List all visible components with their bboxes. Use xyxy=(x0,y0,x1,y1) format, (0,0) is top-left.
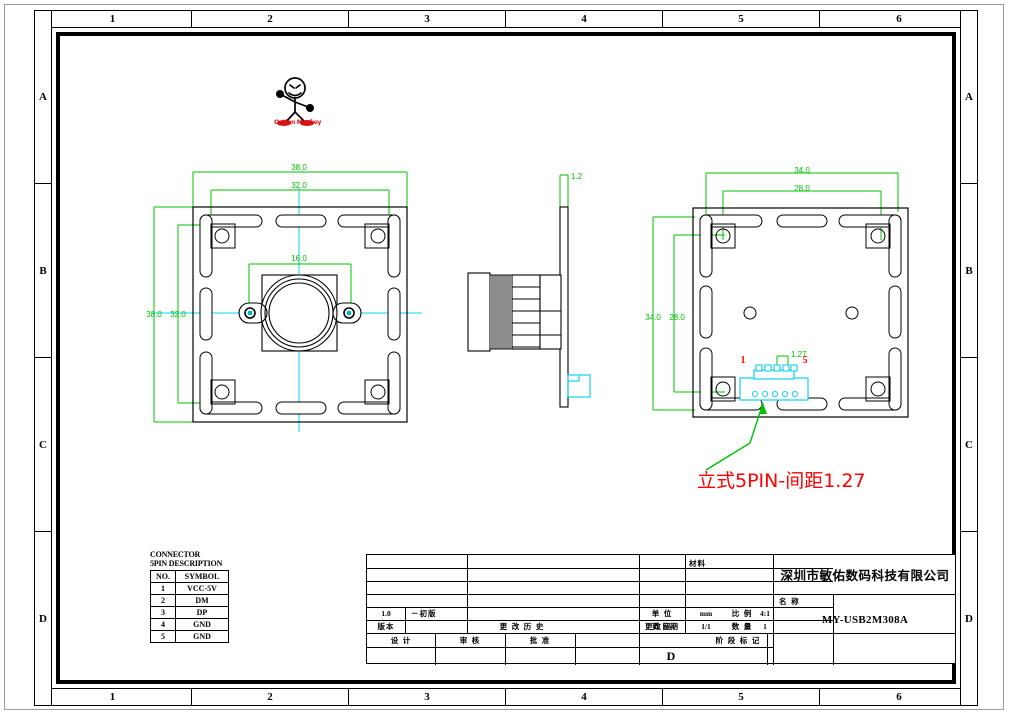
stage-value: D xyxy=(666,648,676,663)
pin-label-first: 1 xyxy=(741,355,746,366)
pin-sym-4: GND xyxy=(175,618,229,631)
dim-back-height-outer: 34.0 xyxy=(645,313,661,322)
part-number: MY-USB2M308A xyxy=(821,614,909,626)
label-scale: 比 例 xyxy=(731,609,753,618)
dim-back-pin-pitch: 1.27 xyxy=(791,350,807,359)
table-row: 5 GND xyxy=(150,630,229,643)
pin-no-1: 1 xyxy=(150,582,176,595)
zone-right-a: A xyxy=(960,10,978,184)
label-design: 设 计 xyxy=(390,635,412,645)
zone-bottom-3: 3 xyxy=(349,688,506,706)
zone-right-b: B xyxy=(960,184,978,358)
table-row: 3 DP xyxy=(150,606,229,619)
table-row: 2 DM xyxy=(150,594,229,607)
value-scale: 4:1 xyxy=(760,609,770,618)
label-revision: 版本 xyxy=(377,622,395,631)
dim-front-height-outer: 38.0 xyxy=(146,310,162,319)
zone-top-1: 1 xyxy=(34,10,192,28)
drawing-inner-border xyxy=(56,32,956,684)
zone-bottom-2: 2 xyxy=(192,688,349,706)
zone-top-5: 5 xyxy=(663,10,820,28)
connector-callout-text: 立式5PIN-间距1.27 xyxy=(697,470,866,492)
pin-no-5: 5 xyxy=(150,630,176,643)
pin-table-caption-line1: CONNECTOR xyxy=(150,550,201,559)
label-name: 名 称 xyxy=(779,597,800,606)
dim-back-height-inner: 28.0 xyxy=(669,313,685,322)
callout-leader-line xyxy=(705,442,751,471)
zone-left-c: C xyxy=(34,358,52,532)
label-change-date: 更改日期 xyxy=(645,622,679,631)
label-check: 审 核 xyxy=(459,635,481,645)
label-material: 材料 xyxy=(689,558,706,568)
pin-table-header-no: NO. xyxy=(150,570,176,583)
stick-figure-logo-icon xyxy=(276,77,314,126)
label-page: 页 码 xyxy=(651,622,673,631)
dim-front-lens-hole: 16.0 xyxy=(291,254,307,263)
zone-left-a: A xyxy=(34,10,52,184)
zone-ruler-left xyxy=(34,10,52,706)
zone-bottom-1: 1 xyxy=(34,688,192,706)
dim-front-width-inner: 32.0 xyxy=(291,181,307,190)
value-page: 1/1 xyxy=(701,622,711,631)
dim-back-width-outer: 34.0 xyxy=(794,166,810,175)
pin-sym-1: VCC-5V xyxy=(175,582,229,595)
zone-bottom-5: 5 xyxy=(663,688,820,706)
paper-edge xyxy=(4,4,1004,710)
pin-no-4: 4 xyxy=(150,618,176,631)
zone-top-3: 3 xyxy=(349,10,506,28)
logo-caption: Option Monkey xyxy=(274,119,322,126)
table-row: 1 VCC-5V xyxy=(150,582,229,595)
pin-no-3: 3 xyxy=(150,606,176,619)
side-view-drawing: 1.2 xyxy=(467,172,591,408)
zone-top-2: 2 xyxy=(192,10,349,28)
label-change-history: 更 改 历 史 xyxy=(499,622,545,631)
zone-left-b: B xyxy=(34,184,52,358)
dim-front-width-outer: 38.0 xyxy=(291,163,307,172)
table-row: NO. SYMBOL xyxy=(150,570,229,583)
zone-bottom-4: 4 xyxy=(506,688,663,706)
zone-top-4: 4 xyxy=(506,10,663,28)
pin-table-header-sym: SYMBOL xyxy=(175,570,229,583)
table-row: 4 GND xyxy=(150,618,229,631)
zone-ruler-right xyxy=(960,10,978,706)
pin-no-2: 2 xyxy=(150,594,176,607)
zone-right-d: D xyxy=(965,613,973,625)
value-quantity: 1 xyxy=(763,622,767,631)
revision-note: －初版 xyxy=(411,609,437,618)
zone-right-c: C xyxy=(960,358,978,532)
pin-table-caption-line2: 5PIN DESCRIPTION xyxy=(150,558,223,568)
zone-bottom-6: 6 xyxy=(896,691,902,703)
pin-sym-5: GND xyxy=(175,630,229,643)
label-stage-mark: 阶 段 标 记 xyxy=(715,635,761,645)
pin-sym-3: DP xyxy=(175,606,229,619)
title-block: 1.0 －初版 版本 更 改 历 史 更改日期 设 计 审 核 批 准 阶 段 … xyxy=(366,554,956,665)
back-view-drawing: 34.0 28.0 34.0 28.0 1.27 xyxy=(645,166,909,444)
dim-back-width-inner: 28.0 xyxy=(794,184,810,193)
label-approve: 批 准 xyxy=(529,635,551,645)
front-view-drawing: 38.0 32.0 16.0 38.0 32.0 xyxy=(146,163,422,432)
dim-side-thickness: 1.2 xyxy=(571,172,583,181)
dim-front-height-inner: 32.0 xyxy=(170,310,186,319)
company-name: 深圳市敏佑数码科技有限公司 xyxy=(780,568,950,583)
revision-number: 1.0 xyxy=(381,609,391,618)
zone-left-d: D xyxy=(39,613,47,625)
zone-top-6: 6 xyxy=(896,13,902,25)
label-quantity: 数 量 xyxy=(731,622,753,631)
connector-pin-table: CONNECTOR 5PIN DESCRIPTION NO. SYMBOL 1 … xyxy=(150,550,229,643)
label-unit: 单 位 xyxy=(651,609,673,618)
pin-sym-2: DM xyxy=(175,594,229,607)
pin-label-last: 5 xyxy=(803,355,808,366)
value-unit: mm xyxy=(699,609,713,618)
